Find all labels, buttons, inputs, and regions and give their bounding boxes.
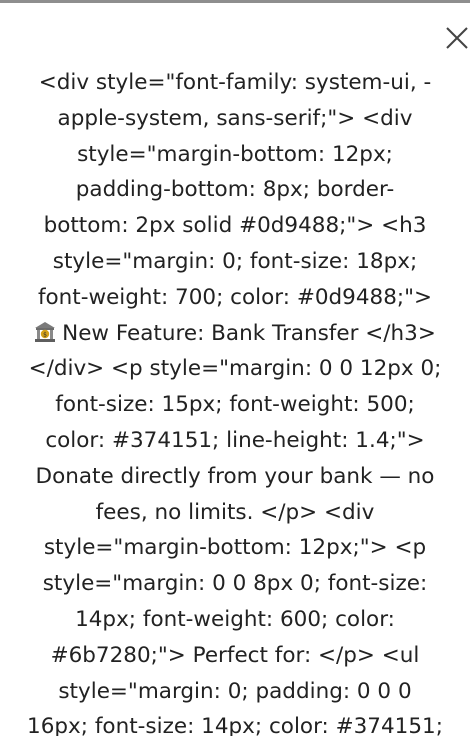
text-line: color: #374151; line-height: 1.4;">	[45, 427, 425, 453]
close-icon	[446, 27, 468, 49]
close-button[interactable]	[444, 25, 470, 51]
text-line: </div> <p style="margin: 0 0 12px 0;	[28, 356, 442, 382]
svg-text:$: $	[43, 331, 47, 338]
text-line: bottom: 2px solid #0d9488;"> <h3	[43, 213, 427, 239]
raw-html-text: <div style="font-family: system-ui, - ap…	[20, 65, 450, 736]
text-line: padding-bottom: 8px; border-	[75, 177, 395, 203]
text-line: style="margin: 0; padding: 0 0 0	[58, 678, 412, 704]
text-line: 14px; font-weight: 600; color:	[75, 606, 395, 632]
text-line: font-size: 15px; font-weight: 500;	[55, 392, 415, 418]
text-line: #6b7280;"> Perfect for: </p> <ul	[50, 642, 420, 668]
text-line: style="margin: 0 0 8px 0; font-size:	[42, 571, 428, 597]
text-line: style="margin: 0; font-size: 18px;	[52, 248, 418, 274]
text-line: style="margin-bottom: 12px;"> <p	[43, 535, 427, 561]
text-line: Donate directly from your bank — no	[35, 463, 435, 489]
feature-title-text: New Feature: Bank Transfer </h3>	[62, 320, 436, 346]
text-line: font-weight: 700; color: #0d9488;">	[37, 284, 433, 310]
text-line: style="margin-bottom: 12px;	[77, 141, 393, 167]
text-line: <div style="font-family: system-ui, -	[38, 70, 432, 95]
feature-title-line: $ New Feature: Bank Transfer </h3>	[20, 316, 450, 352]
bank-building-icon: $	[34, 319, 56, 342]
text-line: fees, no limits. </p> <div	[95, 499, 375, 525]
text-line: apple-system, sans-serif;"> <div	[57, 105, 413, 131]
text-line: 16px; font-size: 14px; color: #374151;	[27, 714, 443, 736]
